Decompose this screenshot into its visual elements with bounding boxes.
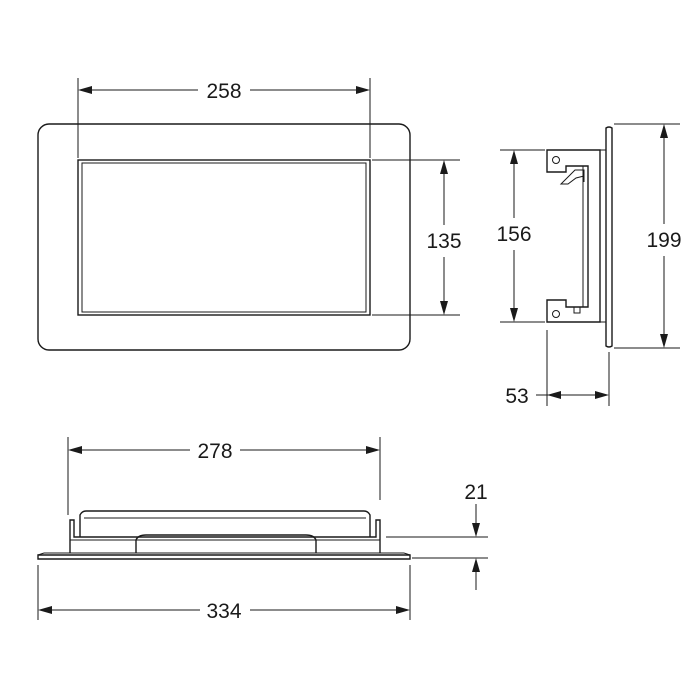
bottom-inner-width-label: 278 bbox=[197, 440, 232, 463]
side-bottom-screw bbox=[552, 310, 560, 318]
side-view: 156 199 53 bbox=[496, 123, 682, 408]
bottom-housing bbox=[69, 519, 381, 553]
side-total-height-dimension: 199 bbox=[614, 123, 682, 349]
side-depth-height-label: 156 bbox=[496, 223, 531, 246]
front-height-dimension: 135 bbox=[372, 159, 462, 316]
bottom-thickness-label: 21 bbox=[464, 481, 487, 504]
side-depth-label: 53 bbox=[505, 385, 528, 408]
bottom-total-width-dimension: 334 bbox=[37, 565, 411, 623]
bottom-inner-width-dimension: 278 bbox=[67, 437, 381, 515]
front-inner-panel bbox=[81, 162, 367, 313]
bottom-view: 278 334 21 bbox=[37, 437, 488, 623]
side-depth-height-dimension: 156 bbox=[496, 149, 545, 323]
side-housing bbox=[546, 149, 601, 323]
side-depth-dimension: 53 bbox=[505, 330, 610, 408]
front-height-label: 135 bbox=[426, 230, 461, 253]
side-flange bbox=[605, 126, 613, 348]
front-view: 258 135 bbox=[37, 78, 462, 351]
side-top-screw bbox=[552, 156, 560, 164]
front-width-label: 258 bbox=[206, 80, 241, 103]
front-inner-opening bbox=[77, 159, 371, 316]
front-outer-frame bbox=[37, 123, 411, 351]
bottom-cable-channel bbox=[135, 534, 317, 553]
bottom-thickness-dimension: 21 bbox=[386, 481, 488, 590]
bottom-tray bbox=[79, 510, 371, 537]
front-width-dimension: 258 bbox=[77, 78, 371, 158]
bottom-total-width-label: 334 bbox=[206, 600, 241, 623]
bottom-flange bbox=[37, 554, 411, 560]
side-total-height-label: 199 bbox=[646, 229, 681, 252]
